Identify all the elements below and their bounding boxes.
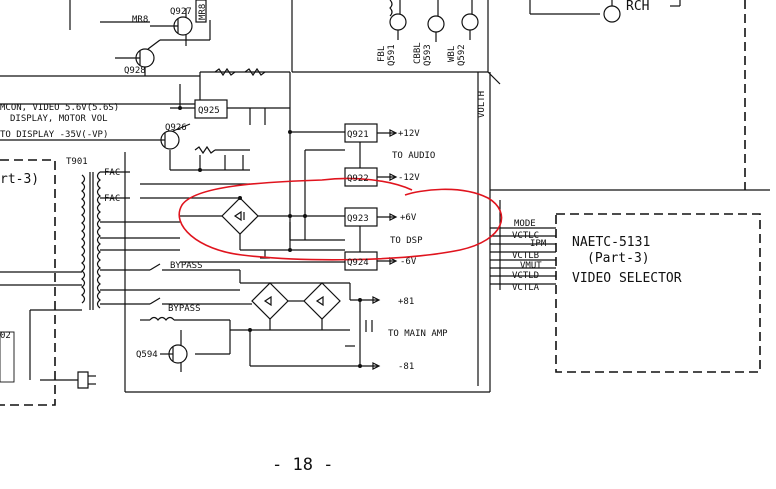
fbl-label: FBL (377, 46, 387, 62)
bypass-label-1: BYPASS (170, 261, 203, 271)
regulators (344, 123, 398, 271)
pin-ipm: IPM (530, 239, 547, 249)
to-display-label: TO DISPLAY -35V(-VP) (0, 130, 108, 140)
cbbl-label: CBBL (413, 42, 423, 64)
q922-label: Q922 (347, 174, 369, 184)
text-labels: Q927 MR8 MR8 Q928 Q925 MCON, VIDEO 5.6V(… (0, 0, 682, 475)
pin-vctld: VCTLD (512, 271, 539, 281)
q594-label: Q594 (136, 350, 158, 360)
q927-label: Q927 (170, 7, 192, 17)
pin-vctlb: VCTLB (512, 251, 539, 261)
to-audio-label: TO AUDIO (392, 151, 435, 161)
border-lines (69, 0, 770, 393)
minus-6v-label: -6V (400, 257, 417, 267)
q925-label: Q925 (198, 106, 220, 116)
pin-vmut: VMUT (520, 261, 542, 271)
wbl-label: WBL (447, 46, 457, 62)
transformer-t901 (0, 171, 240, 389)
to-dsp-label: TO DSP (390, 236, 423, 246)
t901-label: T901 (66, 157, 88, 167)
bypass-label-2: BYPASS (168, 304, 201, 314)
q594-stage (160, 320, 231, 372)
q593-label: Q593 (423, 44, 433, 66)
q921-label: Q921 (347, 130, 369, 140)
plus-12v-label: +12V (398, 129, 420, 139)
red-annotation-circle (178, 177, 503, 261)
q926-label: Q926 (165, 123, 187, 133)
q925-q926-stage (0, 67, 291, 240)
minus-12v-label: -12V (398, 173, 420, 183)
page-number: - 18 - (272, 455, 333, 475)
q924-label: Q924 (347, 258, 369, 268)
mr8-vertical-label: MR8 (198, 4, 208, 20)
module-boxes (0, 0, 761, 406)
fac-label-1: FAC (104, 168, 120, 178)
mr8-label: MR8 (132, 15, 148, 25)
junction-dots (178, 106, 362, 368)
top-right-transistors (389, 0, 681, 42)
rectifier-upper (140, 131, 345, 263)
q592-label: Q592 (457, 44, 467, 66)
bypass-switches (140, 263, 240, 321)
pin-vctlc: VCTLC (512, 231, 539, 241)
connector-lines (490, 200, 556, 290)
plus-81-label: +81 (398, 297, 414, 307)
selector-line-1: NAETC-5131 (572, 235, 650, 250)
to-main-amp-label: TO MAIN AMP (388, 329, 448, 339)
q927-stage (0, 0, 211, 77)
selector-line-2: (Part-3) (587, 251, 650, 266)
part3-left-label: rt-3) (0, 172, 39, 187)
fac-label-2: FAC (104, 194, 120, 204)
pin-vctla: VCTLA (512, 283, 540, 293)
volth-label: VOLTH (477, 91, 487, 118)
ref-02-label: 02 (0, 331, 11, 341)
minus-81-label: -81 (398, 362, 414, 372)
rch-label: RCH (626, 0, 649, 14)
plus-6v-label: +6V (400, 213, 417, 223)
q928-label: Q928 (124, 66, 146, 76)
display-motor-label: DISPLAY, MOTOR VOL (10, 114, 108, 124)
rectifier-lower (230, 270, 381, 370)
pin-mode: MODE (514, 219, 536, 229)
q923-label: Q923 (347, 214, 369, 224)
mcon-video-label: MCON, VIDEO 5.6V(5.6S) (0, 103, 119, 113)
q591-label: Q591 (387, 44, 397, 66)
selector-line-3: VIDEO SELECTOR (572, 271, 682, 286)
